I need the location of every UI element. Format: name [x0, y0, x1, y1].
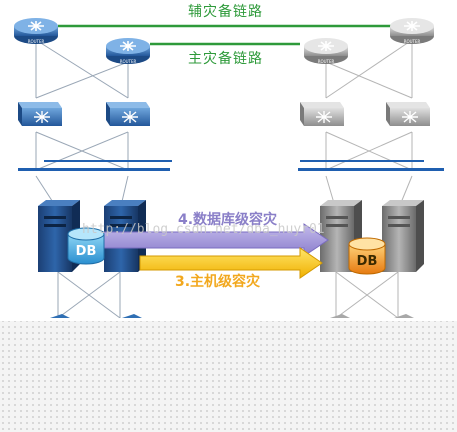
switch-icon: SWITCH: [18, 102, 62, 131]
primary-network-bar: [18, 168, 170, 171]
primary-dr-link-label: 主灾备链路: [188, 51, 263, 67]
primary-site-links: [35, 39, 129, 319]
svg-text:SWITCH: SWITCH: [316, 126, 332, 131]
switch-icon: SWITCH: [106, 102, 150, 131]
switch-icon: SWITCH: [300, 102, 344, 131]
svg-text:ROUTER: ROUTER: [28, 39, 45, 44]
host-level-arrow: [139, 247, 323, 279]
switch-icon: SWITCH: [386, 102, 430, 131]
database-icon: DB: [348, 237, 386, 275]
standby-network-bar: [298, 168, 444, 171]
standby-site-links: [325, 39, 413, 319]
svg-text:SWITCH: SWITCH: [34, 126, 50, 131]
watermark-text: http://blog.csdn.net/dba_huyr01: [82, 222, 325, 237]
host-level-label: 3.主机级容灾: [175, 274, 261, 290]
dotted-background-edge: [0, 318, 457, 321]
database-level-arrow: [95, 223, 329, 257]
svg-text:SWITCH: SWITCH: [402, 126, 418, 131]
svg-text:ROUTER: ROUTER: [404, 39, 421, 44]
router-icon: ROUTER: [390, 18, 434, 44]
svg-text:SWITCH: SWITCH: [122, 126, 138, 131]
svg-text:DB: DB: [357, 254, 378, 269]
svg-text:ROUTER: ROUTER: [120, 59, 137, 64]
router-icon: ROUTER: [106, 38, 150, 64]
secondary-dr-link-label: 辅灾备链路: [188, 4, 263, 20]
router-icon: ROUTER: [14, 18, 58, 44]
database-level-label: 4.数据库级容灾: [178, 212, 278, 228]
server-icon: [382, 200, 424, 272]
standby-network-bar-2: [300, 160, 424, 162]
primary-network-bar-2: [44, 160, 172, 162]
router-icon: ROUTER: [304, 38, 348, 64]
svg-text:DB: DB: [76, 244, 97, 259]
dotted-background: [0, 318, 457, 432]
database-icon: DB: [67, 227, 105, 265]
svg-text:ROUTER: ROUTER: [318, 59, 335, 64]
